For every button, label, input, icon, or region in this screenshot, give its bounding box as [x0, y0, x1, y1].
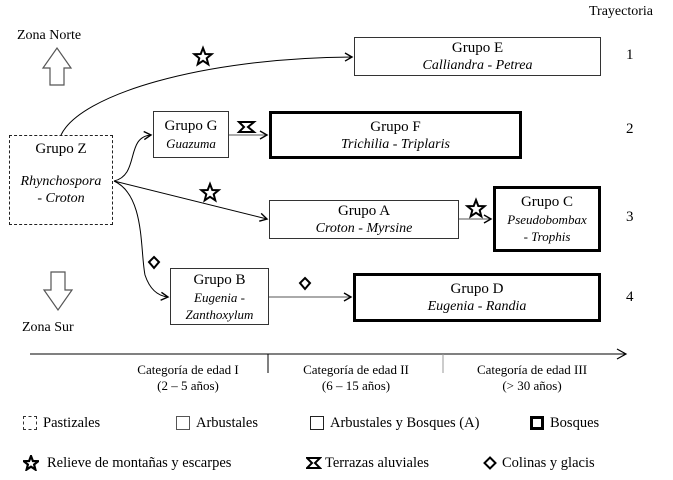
- age-category: Categoría de edad II (6 – 15 años): [271, 362, 441, 394]
- diamond-icon: [147, 255, 161, 270]
- trajectory-number: 3: [626, 209, 634, 225]
- age-category-label: Categoría de edad I: [137, 362, 239, 377]
- legend-label: Colinas y glacis: [502, 455, 595, 471]
- group-species: Guazuma: [166, 136, 216, 151]
- legend-item-pastizales: Pastizales: [23, 414, 100, 432]
- group-species: Zanthoxylum: [185, 306, 254, 322]
- age-category-range: (2 – 5 años): [157, 378, 219, 393]
- group-name: Grupo F: [370, 118, 421, 135]
- group-species: Croton - Myrsine: [315, 221, 413, 236]
- legend-item-arbustales-bosques: Arbustales y Bosques (A): [310, 414, 479, 432]
- trajectory-number: 2: [626, 121, 634, 137]
- trajectory-number: 4: [626, 289, 634, 305]
- group-f-box: Grupo F Trichilia - Triplaris: [269, 111, 522, 159]
- trajectory-number: 1: [626, 47, 634, 63]
- group-z-box: Grupo Z Rhynchospora - Croton: [9, 135, 113, 225]
- age-category-range: (6 – 15 años): [321, 378, 391, 393]
- age-category: Categoría de edad III (> 30 años): [447, 362, 617, 394]
- age-category-label: Categoría de edad III: [476, 362, 588, 377]
- group-g-box: Grupo G Guazuma: [153, 111, 229, 158]
- thin-box-icon: [176, 416, 190, 430]
- group-species: Eugenia -: [194, 289, 245, 305]
- connector-z-b: [113, 180, 170, 301]
- zone-north-label: Zona Norte: [17, 28, 82, 43]
- diamond-icon: [298, 276, 312, 291]
- diamond-icon: [483, 456, 497, 470]
- group-species: - Trophis: [523, 229, 571, 244]
- group-species: Eugenia - Randia: [427, 299, 527, 314]
- legend-item-colinas: Colinas y glacis: [483, 454, 595, 472]
- group-b-box: Grupo B Eugenia - Zanthoxylum: [170, 268, 269, 325]
- age-category: Categoría de edad I (2 – 5 años): [103, 362, 273, 394]
- legend-label: Arbustales y Bosques (A): [330, 415, 480, 431]
- medium-box-icon: [310, 416, 324, 430]
- trajectory-header: Trayectoria: [589, 4, 654, 19]
- chevron-sigma-icon: [236, 121, 257, 133]
- group-name: Grupo C: [520, 194, 574, 210]
- legend-label: Pastizales: [43, 415, 101, 431]
- zone-south-label: Zona Sur: [22, 320, 74, 335]
- thick-box-icon: [530, 416, 544, 430]
- legend-item-montanas: Relieve de montañas y escarpes: [23, 454, 231, 472]
- star-icon: [191, 45, 215, 67]
- group-a-box: Grupo A Croton - Myrsine: [269, 200, 459, 239]
- group-name: Grupo Z: [35, 141, 87, 157]
- star-icon: [23, 455, 39, 471]
- legend-label: Terrazas aluviales: [325, 455, 430, 471]
- group-name: Grupo D: [450, 281, 504, 297]
- legend-label: Arbustales: [196, 415, 259, 431]
- group-species: - Croton: [37, 191, 85, 206]
- star-icon: [198, 181, 222, 203]
- group-species: Rhynchospora: [20, 174, 102, 189]
- group-d-box: Grupo D Eugenia - Randia: [353, 273, 601, 322]
- group-species: Trichilia - Triplaris: [341, 136, 450, 152]
- group-name: Grupo E: [451, 40, 504, 56]
- legend-label: Relieve de montañas y escarpes: [47, 455, 232, 471]
- connector-z-a: [113, 180, 269, 222]
- group-e-box: Grupo E Calliandra - Petrea: [354, 37, 601, 76]
- north-arrow-icon: [41, 46, 73, 86]
- group-name: Grupo G: [164, 118, 218, 134]
- group-species: Pseudobombax: [507, 212, 587, 227]
- star-icon: [464, 197, 488, 219]
- age-category-range: (> 30 años): [502, 378, 562, 393]
- group-name: Grupo B: [193, 271, 246, 288]
- legend-item-terrazas: Terrazas aluviales: [306, 454, 429, 472]
- legend-item-arbustales: Arbustales: [176, 414, 258, 432]
- age-category-label: Categoría de edad II: [303, 362, 409, 377]
- chevron-sigma-icon: [306, 457, 322, 469]
- group-name: Grupo A: [337, 203, 391, 219]
- legend-item-bosques: Bosques: [530, 414, 599, 432]
- south-arrow-icon: [42, 271, 74, 312]
- legend-label: Bosques: [550, 415, 600, 431]
- dashed-box-icon: [23, 416, 37, 430]
- connector-z-g: [113, 130, 153, 182]
- connector-z-e: [60, 52, 354, 136]
- group-c-box: Grupo C Pseudobombax - Trophis: [493, 186, 601, 252]
- group-species: Calliandra - Petrea: [422, 58, 533, 73]
